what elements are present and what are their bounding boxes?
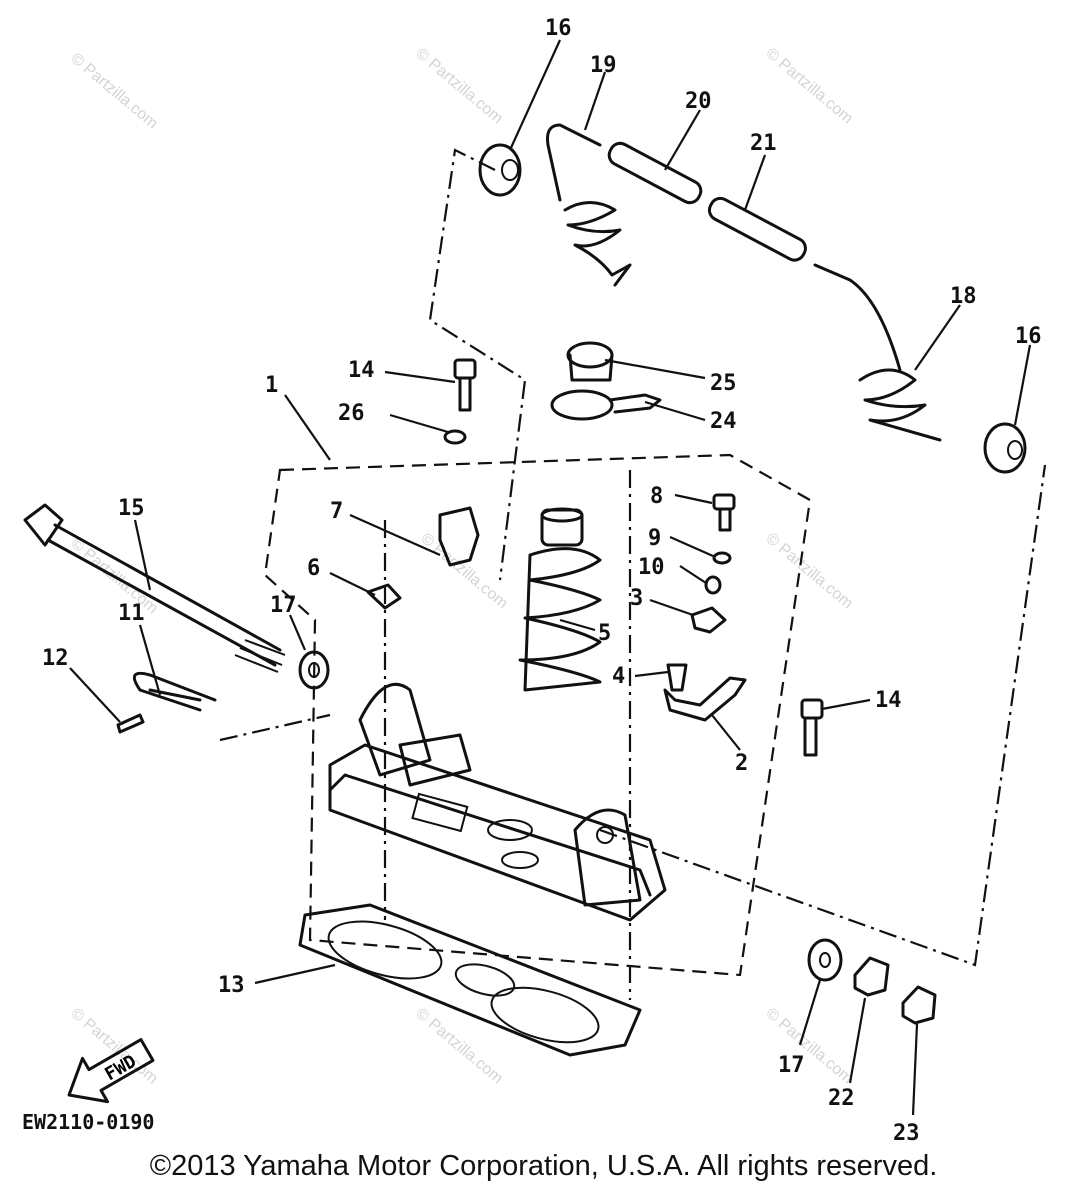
assembly-1-outline (263, 453, 812, 977)
washer-26 (443, 429, 467, 445)
callout-1: 1 (265, 373, 278, 398)
callout-14: 14 (348, 358, 375, 383)
callout-4: 4 (612, 664, 625, 689)
bolt-8 (712, 493, 736, 532)
watermark: © Partzilla.com (412, 45, 506, 127)
callout-26: 26 (338, 401, 365, 426)
callout-25: 25 (710, 371, 737, 396)
diagram-code: EW2110-0190 (22, 1110, 155, 1134)
watermark: © Partzilla.com (762, 45, 856, 127)
callout-3: 3 (630, 586, 643, 611)
pin-12 (116, 713, 145, 734)
callout-6: 6 (307, 556, 320, 581)
callout-21: 21 (750, 131, 777, 156)
nut-3 (690, 606, 727, 634)
callout-11: 11 (118, 601, 145, 626)
callout-16: 16 (1015, 324, 1042, 349)
callout-24: 24 (710, 409, 737, 434)
watermark: © Partzilla.com (412, 1005, 506, 1087)
callout-23: 23 (893, 1121, 920, 1146)
watermark: © Partzilla.com (67, 50, 161, 132)
watermark: © Partzilla.com (417, 530, 511, 612)
cap-25 (566, 341, 614, 382)
callout-14: 14 (875, 688, 902, 713)
callout-7: 7 (330, 499, 343, 524)
bolt-14-right (800, 698, 824, 757)
callout-12: 12 (42, 646, 69, 671)
part-7 (438, 506, 480, 567)
center-lines (219, 148, 1047, 1000)
copyright-notice: ©2013 Yamaha Motor Corporation, U.S.A. A… (149, 1150, 938, 1182)
callout-20: 20 (685, 89, 712, 114)
spring-18 (813, 263, 942, 442)
callout-22: 22 (828, 1086, 855, 1111)
callout-16: 16 (545, 16, 572, 41)
part-6 (366, 583, 402, 610)
callout-18: 18 (950, 284, 977, 309)
callout-17: 17 (270, 593, 297, 618)
callout-19: 19 (590, 53, 617, 78)
sleeve-21 (707, 196, 807, 262)
gasket-13 (298, 903, 642, 1057)
callout-17: 17 (778, 1053, 805, 1078)
bolt-14-upper (453, 358, 477, 412)
shaft-15 (23, 503, 286, 673)
bellows-5 (518, 507, 602, 692)
bushing-16-right (983, 422, 1027, 474)
washer-10 (704, 575, 722, 595)
callout-13: 13 (218, 973, 245, 998)
watermark-layer: © Partzilla.com © Partzilla.com © Partzi… (67, 45, 856, 1087)
base-plate (328, 682, 667, 922)
callout-15: 15 (118, 496, 145, 521)
leader-lines (69, 39, 1032, 1116)
washer-9 (712, 551, 732, 565)
callout-5: 5 (598, 621, 611, 646)
callout-numbers: 16 19 20 21 18 16 25 24 14 26 1 7 6 15 1… (42, 16, 1042, 1146)
nut-23 (901, 985, 937, 1025)
nut-22 (853, 956, 890, 997)
callout-2: 2 (735, 751, 748, 776)
callout-9: 9 (648, 526, 661, 551)
sleeve-20 (607, 141, 703, 205)
ring-24 (550, 389, 662, 421)
callout-8: 8 (650, 484, 663, 509)
bushing-16-top (478, 143, 522, 197)
clip-11 (132, 671, 217, 712)
watermark: © Partzilla.com (762, 530, 856, 612)
spring-19 (546, 123, 632, 287)
bracket-2 (663, 676, 747, 722)
washer-17-left (298, 650, 330, 690)
callout-10: 10 (638, 555, 665, 580)
washer-17-right (807, 938, 843, 982)
screw-4 (666, 663, 688, 692)
